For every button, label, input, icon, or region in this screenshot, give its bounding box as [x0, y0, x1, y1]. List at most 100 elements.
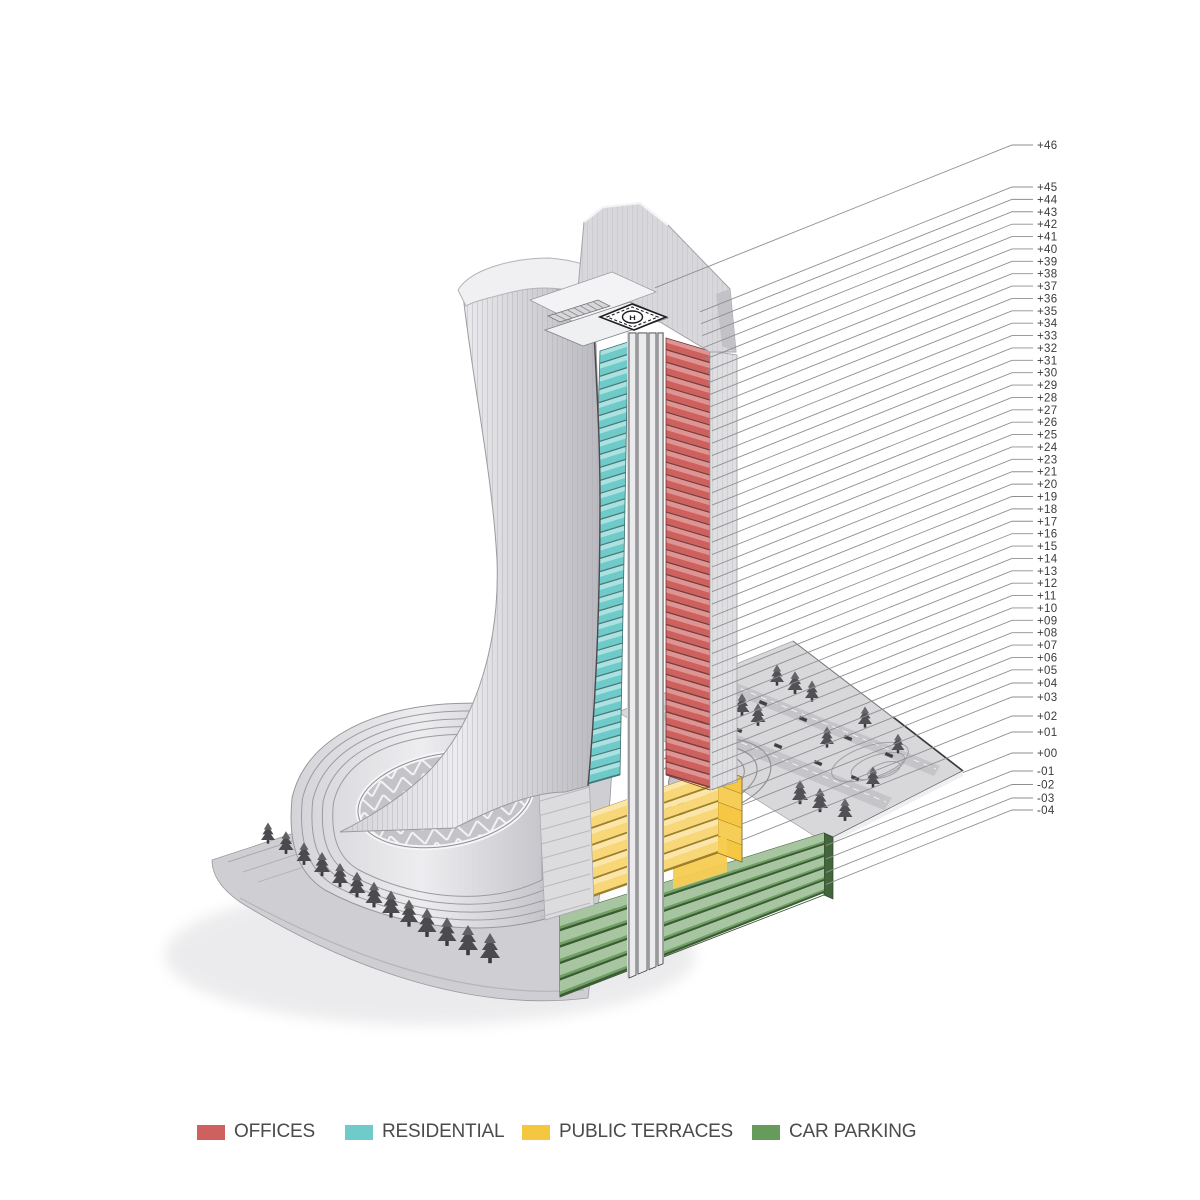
- floor-leader-line: [707, 260, 1033, 384]
- floor-callout: +30: [711, 368, 1057, 494]
- floor-callout: +33: [711, 331, 1057, 457]
- car-icon: [773, 743, 783, 750]
- floor-callout: -02: [825, 780, 1054, 860]
- floor-callout: +03: [741, 692, 1057, 806]
- floor-label: +04: [1037, 678, 1058, 690]
- floor-label: +13: [1037, 566, 1057, 578]
- tree-icon: [278, 831, 294, 854]
- floor-callout: +31: [711, 355, 1057, 481]
- floor-label: +10: [1037, 603, 1057, 615]
- floor-callout: +37: [709, 281, 1057, 408]
- tree-icon: [332, 863, 348, 888]
- residential-section: [587, 341, 629, 785]
- floor-leader-line: [711, 508, 1033, 630]
- floor-callout: +08: [711, 628, 1057, 754]
- floor-label: +41: [1037, 232, 1057, 244]
- offices-section: [665, 337, 711, 791]
- tree-icon: [734, 693, 750, 716]
- floor-leader-line: [962, 752, 1033, 774]
- louver-block: [547, 299, 611, 323]
- helipad-h-label: H: [629, 314, 636, 321]
- floor-leader-line: [711, 335, 1033, 457]
- floor-callout: +04: [741, 678, 1058, 792]
- floor-label: +39: [1037, 256, 1057, 268]
- legend-label-car-parking: CAR PARKING: [789, 1121, 917, 1142]
- floor-label: +30: [1037, 368, 1057, 380]
- floor-label: +26: [1037, 417, 1057, 429]
- floor-callout: -03: [825, 793, 1055, 873]
- floor-leader-line: [741, 731, 1033, 841]
- floor-leader-line: [711, 607, 1033, 729]
- car-icon: [758, 700, 768, 707]
- floor-leader-line: [711, 644, 1033, 766]
- floor-callout: +28: [711, 392, 1057, 518]
- tree-icon: [296, 842, 312, 865]
- floor-leader-line: [699, 186, 1033, 313]
- tree-icon: [792, 780, 808, 805]
- floor-leader-line: [711, 458, 1033, 580]
- floor-callout: +36: [710, 293, 1057, 420]
- floor-callout: +26: [711, 417, 1057, 543]
- floor-leader-line: [711, 595, 1033, 716]
- floor-label: +42: [1037, 219, 1057, 231]
- floor-leader-line: [711, 557, 1033, 679]
- floor-callout: +12: [711, 578, 1057, 704]
- floor-leader-line: [711, 471, 1033, 593]
- floor-leader-line: [711, 619, 1033, 741]
- core-shaft: [543, 299, 670, 979]
- floor-leader-line: [825, 784, 1033, 860]
- floor-label: -03: [1037, 793, 1055, 805]
- floor-label: +09: [1037, 615, 1057, 627]
- floor-leader-line: [711, 656, 1033, 778]
- tree-icon: [820, 726, 834, 748]
- tree-icon: [891, 733, 905, 754]
- floor-callout: +23: [711, 454, 1057, 580]
- floor-callout: +15: [711, 541, 1057, 667]
- floor-callout: +01: [741, 727, 1057, 841]
- floor-label: +36: [1037, 293, 1057, 305]
- tree-icon: [314, 852, 330, 877]
- floor-callout: +17: [711, 516, 1057, 642]
- tree-icon: [480, 933, 500, 964]
- tree-icon: [458, 925, 478, 956]
- floor-label: -04: [1037, 805, 1055, 817]
- floor-label: +08: [1037, 628, 1057, 640]
- floor-label: +35: [1037, 306, 1057, 318]
- floor-callout: +18: [711, 504, 1057, 630]
- floor-callout: +11: [711, 591, 1056, 716]
- floor-callout: +42: [703, 219, 1057, 348]
- floor-leader-line: [741, 715, 1033, 825]
- floor-leader-line: [711, 409, 1033, 531]
- helipad-h-icon: [621, 310, 644, 324]
- floor-callout: +24: [711, 442, 1057, 568]
- floor-label: +28: [1037, 392, 1057, 404]
- floor-label: +31: [1037, 355, 1057, 367]
- floor-label: +14: [1037, 553, 1058, 565]
- legend-item-residential: RESIDENTIAL: [345, 1121, 505, 1142]
- floor-label: +06: [1037, 652, 1057, 664]
- floor-label: +03: [1037, 692, 1057, 704]
- floor-leader-line: [711, 533, 1033, 655]
- floor-leader-line: [711, 669, 1033, 791]
- floor-label: +37: [1037, 281, 1057, 293]
- floor-callout: +25: [711, 430, 1057, 556]
- floor-label: +01: [1037, 727, 1057, 739]
- floor-leader-line: [701, 198, 1033, 325]
- residential-color-swatch: [345, 1124, 373, 1140]
- floor-callout: +32: [711, 343, 1057, 469]
- floor-label: +05: [1037, 665, 1057, 677]
- floor-callout: +16: [711, 529, 1057, 655]
- floor-callout: +44: [701, 194, 1058, 325]
- floor-label: +45: [1037, 182, 1057, 194]
- floor-label: +23: [1037, 454, 1057, 466]
- floor-leader-line: [711, 347, 1033, 469]
- car-parking-color-swatch: [752, 1124, 780, 1140]
- right-facade-band: [709, 350, 738, 791]
- floor-label: +44: [1037, 194, 1058, 206]
- floor-label: +33: [1037, 331, 1057, 343]
- floor-callout: +40: [705, 244, 1057, 372]
- floor-callout: +35: [711, 306, 1057, 432]
- floor-label: +20: [1037, 479, 1057, 491]
- floor-leader-line: [825, 770, 1033, 846]
